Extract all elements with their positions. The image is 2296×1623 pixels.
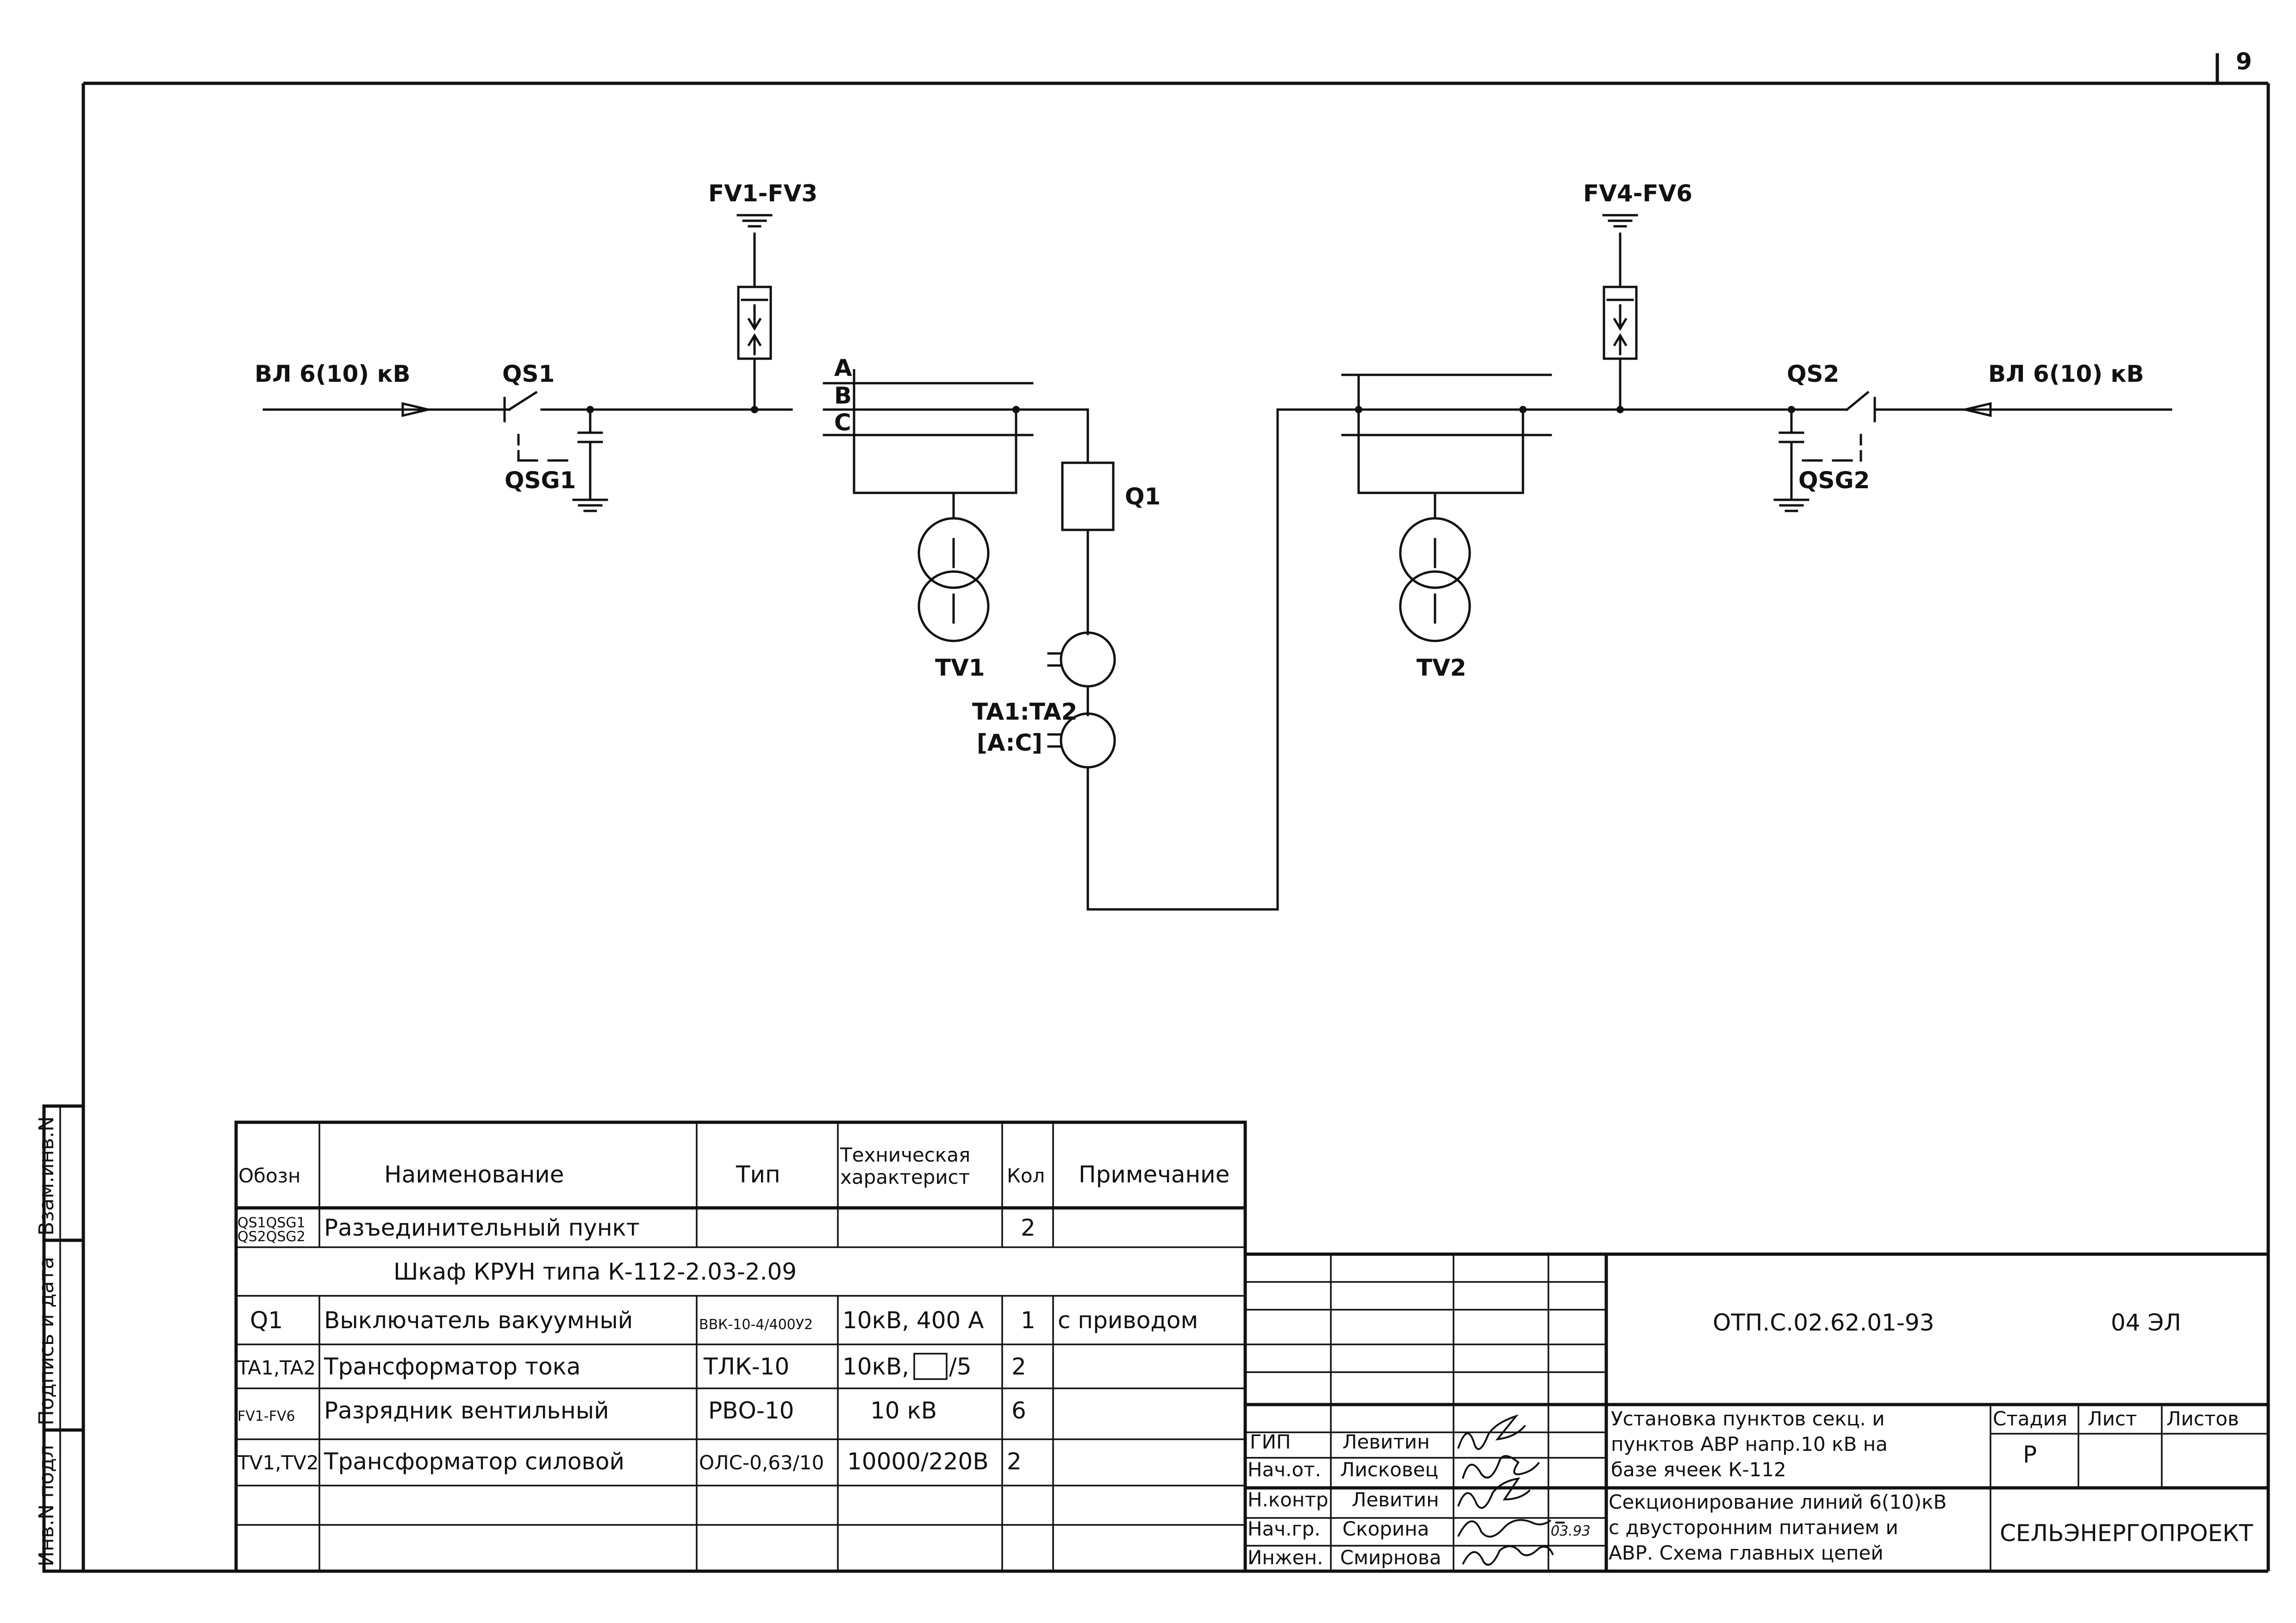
row3-qty: 2 (1011, 1353, 1026, 1380)
person-1: Левитин (1342, 1430, 1430, 1453)
qs1-disconnector (503, 391, 793, 423)
stage-value: Р (2023, 1441, 2037, 1468)
side-stamp (42, 1104, 85, 1573)
organization-name: СЕЛЬЭНЕРГОПРОЕКТ (2000, 1520, 2253, 1547)
fv1-fv3-arrester (738, 215, 771, 413)
line-label-right: ВЛ 6(10) кВ (1988, 361, 2144, 387)
fv-left-label: FV1-FV3 (708, 180, 817, 207)
side-stamp-original-number: Инв.N подл (35, 1445, 58, 1567)
header-qty: Кол (1007, 1164, 1045, 1187)
row5-type: ОЛС-0,63/10 (699, 1451, 824, 1474)
row2-tech: 10кВ, 400 А (842, 1307, 984, 1334)
row4-tech: 10 кВ (870, 1397, 937, 1424)
sheet-title-line-1: Секционирование линий 6(10)кВ (1609, 1491, 1947, 1513)
row2-designation: Q1 (250, 1307, 283, 1334)
line-label-left: ВЛ 6(10) кВ (255, 361, 411, 387)
row2-name: Выключатель вакуумный (324, 1307, 633, 1334)
header-name: Наименование (384, 1161, 564, 1188)
row3-name: Трансформатор тока (324, 1353, 580, 1380)
row2-qty: 1 (1021, 1307, 1036, 1334)
qs2-label: QS2 (1787, 361, 1839, 387)
side-stamp-replacement: Взам.инв.N (35, 1116, 58, 1236)
doc-suffix: 04 ЭЛ (2111, 1309, 2181, 1336)
header-designation: Обозн (238, 1164, 300, 1187)
fv4-fv6-arrester (1603, 215, 1637, 413)
sheet-header: Лист (2088, 1407, 2137, 1430)
phase-a-label: A (834, 354, 852, 381)
sheet-title-line-3: АВР. Схема главных цепей (1609, 1542, 1884, 1564)
row1-designation-line-1: QS1QSG1 (237, 1215, 306, 1231)
row1-designation-line-2: QS2QSG2 (237, 1229, 306, 1245)
tv2-transformer (1399, 517, 1471, 642)
project-title-line-3: базе ячеек К-112 (1611, 1458, 1786, 1481)
q1-breaker-feeder (1047, 408, 1626, 911)
doc-code: ОТП.С.02.62.01-93 (1713, 1309, 1934, 1336)
sheets-header: Листов (2166, 1407, 2239, 1430)
stage-header: Стадия (1993, 1407, 2067, 1430)
person-5: Смирнова (1340, 1546, 1441, 1569)
row5-tech: 10000/220В (847, 1448, 989, 1475)
role-5: Инжен. (1248, 1546, 1323, 1569)
header-note: Примечание (1079, 1161, 1229, 1188)
q1-label: Q1 (1125, 483, 1160, 510)
row1-name: Разъединительный пункт (324, 1214, 640, 1241)
person-2: Лисковец (1340, 1458, 1438, 1481)
fv-right-label: FV4-FV6 (1583, 180, 1692, 207)
person-4: Скорина (1342, 1517, 1429, 1540)
sheet-number: 9 (2236, 48, 2252, 75)
row4-designation: FV1-FV6 (237, 1408, 295, 1424)
row3-type: ТЛК-10 (703, 1353, 789, 1380)
row5-qty: 2 (1007, 1448, 1022, 1475)
qsg1-label: QSG1 (505, 467, 576, 494)
left-incoming-line (262, 402, 506, 417)
right-busbars (1341, 373, 1552, 520)
person-3: Левитин (1352, 1488, 1439, 1511)
spec-table-grid (234, 1120, 1247, 1573)
qs1-label: QS1 (502, 361, 555, 387)
qsg2-label: QSG2 (1798, 467, 1870, 494)
left-busbars (823, 369, 1089, 520)
row4-qty: 6 (1011, 1397, 1026, 1424)
signature-date: 03.93 (1551, 1523, 1591, 1539)
ta-label: TA1:TA2 (972, 698, 1077, 725)
header-type: Тип (736, 1161, 780, 1188)
header-tech-text-line-2: характерист (840, 1166, 970, 1188)
signatures (1457, 1414, 1565, 1566)
role-2: Нач.от. (1248, 1458, 1321, 1481)
row3-tech-blank-box (913, 1353, 948, 1380)
side-stamp-signature-date: Подпись и дата (35, 1257, 58, 1425)
project-title-line-1: Установка пунктов секц. и (1611, 1407, 1885, 1430)
tv1-label: TV1 (935, 654, 985, 681)
row3-designation: TA1,TA2 (237, 1356, 316, 1379)
row2-note: с приводом (1058, 1307, 1198, 1334)
drawing-frame (81, 53, 2270, 1573)
role-1: ГИП (1250, 1430, 1291, 1453)
phase-c-label: C (834, 409, 851, 436)
sheet-title-line-2: с двусторонним питанием и (1609, 1516, 1898, 1539)
row5-designation: TV1,TV2 (237, 1451, 319, 1474)
header-tech-text: Техническая (840, 1144, 970, 1166)
tv1-transformer (917, 517, 990, 642)
row5-name: Трансформатор силовой (324, 1448, 624, 1475)
project-title-line-2: пунктов АВР напр.10 кВ на (1611, 1433, 1888, 1455)
ta-phases-label: [A:C] (977, 729, 1042, 756)
row3-tech-suffix: /5 (949, 1353, 972, 1380)
qsg1-earthing-switch (517, 406, 607, 511)
title-block-grid (1245, 1252, 2268, 1571)
row1-qty: 2 (1021, 1214, 1036, 1241)
row4-name: Разрядник вентильный (324, 1397, 609, 1424)
section-title: Шкаф КРУН типа К-112-2.03-2.09 (393, 1258, 797, 1285)
tv2-label: TV2 (1416, 654, 1466, 681)
header-tech: Техническая характерист (840, 1144, 977, 1188)
qs2-disconnector (1619, 391, 2172, 423)
row2-type: ВВК-10-4/400У2 (699, 1317, 813, 1333)
row3-tech-prefix: 10кВ, (842, 1353, 909, 1380)
row4-type: РВО-10 (708, 1397, 794, 1424)
qsg2-earthing-switch (1775, 406, 1862, 511)
role-4: Нач.гр. (1248, 1517, 1321, 1540)
phase-b-label: B (834, 382, 852, 409)
role-3: Н.контр (1248, 1488, 1329, 1511)
